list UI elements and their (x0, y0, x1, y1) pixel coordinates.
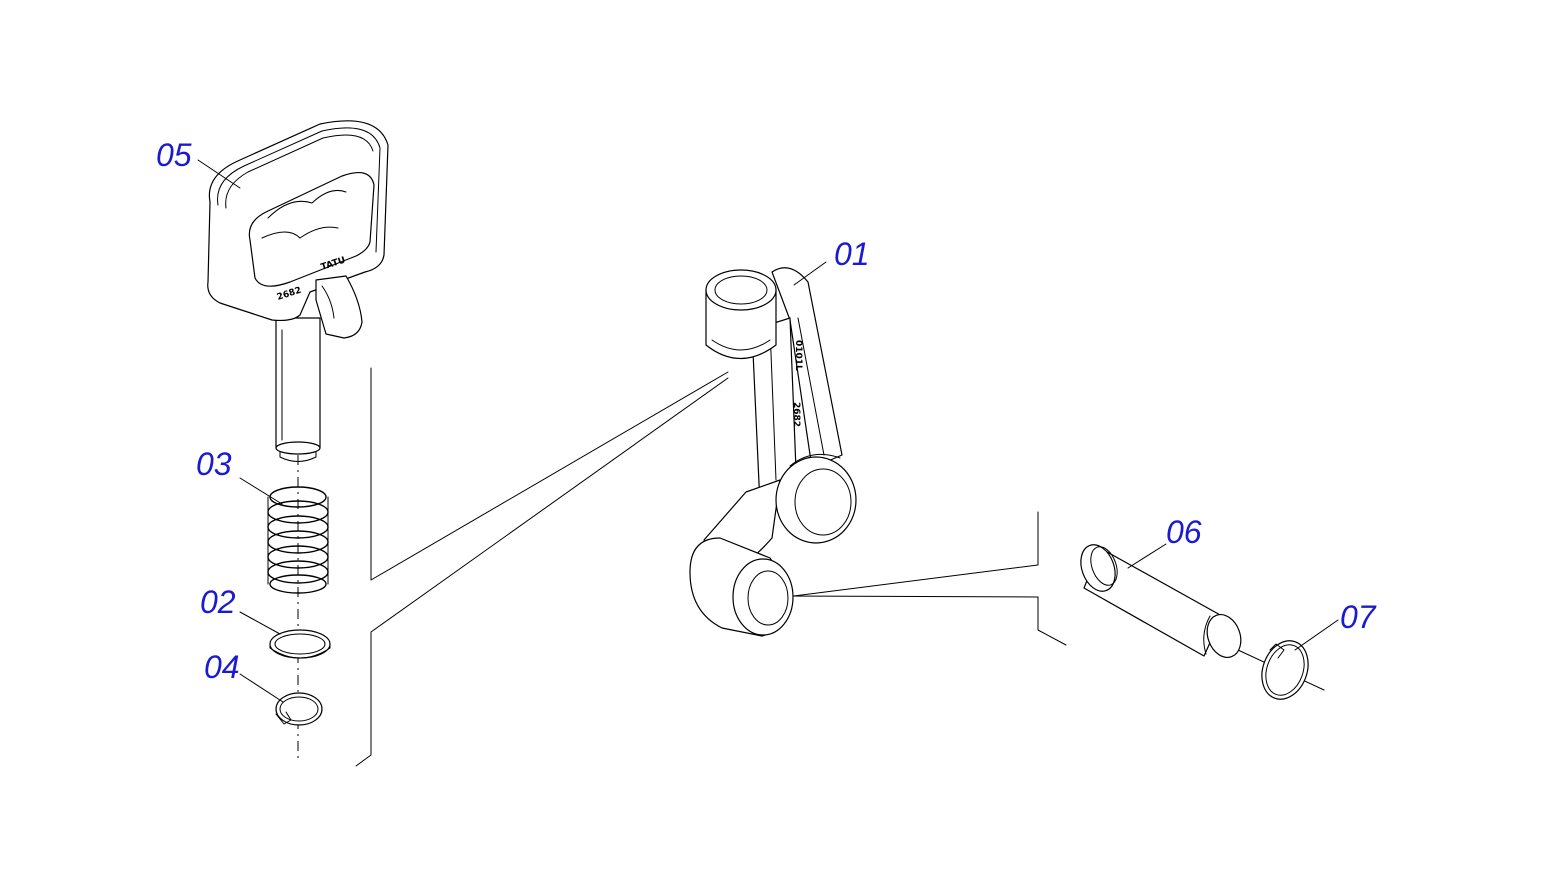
callout-01: 01 (834, 236, 870, 272)
callout-07: 07 (1340, 599, 1376, 635)
circlip-icon (1261, 640, 1309, 700)
t-handle-pin-icon: TATU 2682 (207, 120, 389, 462)
callout-03: 03 (196, 446, 232, 482)
callout-06: 06 (1166, 514, 1202, 550)
callout-02: 02 (200, 584, 236, 620)
svg-text:2682: 2682 (791, 402, 801, 427)
pivot-pin-icon (1080, 544, 1242, 658)
assembly-guide-lines (355, 367, 1325, 767)
callout-04: 04 (204, 649, 240, 685)
svg-text:0101L: 0101L (793, 340, 803, 371)
snap-ring-icon (275, 692, 323, 726)
coil-spring-icon (267, 486, 329, 594)
callout-leaders (197, 159, 1339, 703)
lever-arm-icon: 0101L 2682 (689, 267, 857, 637)
washer-icon (269, 629, 331, 659)
callout-05: 05 (156, 137, 192, 173)
